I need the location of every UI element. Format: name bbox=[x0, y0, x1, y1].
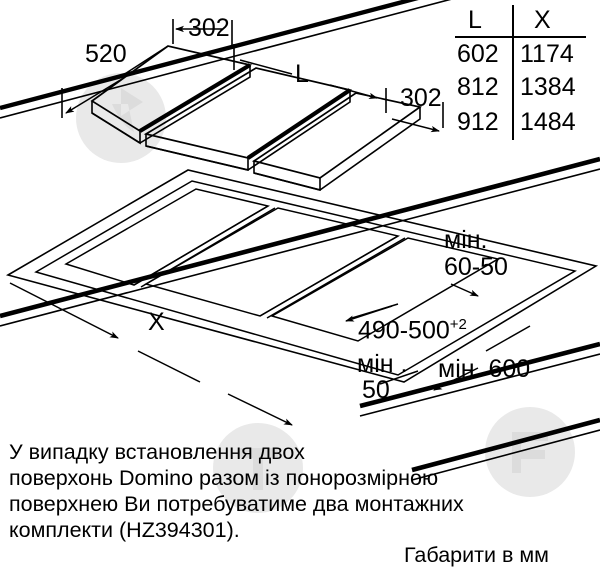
countertop-edge-upper bbox=[0, 0, 452, 119]
table-cell-L-1: 602 bbox=[457, 40, 499, 68]
dim-label-min-front: мін . bbox=[357, 350, 408, 378]
dim-label-L: L bbox=[295, 60, 309, 88]
cut-depth-value: 490-500 bbox=[358, 316, 450, 345]
worktop-cutout bbox=[5, 169, 599, 383]
table-cell-X-2: 1384 bbox=[520, 73, 576, 101]
watermark-glyph bbox=[112, 88, 143, 132]
dim-302-right bbox=[385, 88, 444, 133]
dim-label-min-thickness: мін. bbox=[444, 226, 488, 254]
cooktop-panel-middle bbox=[143, 67, 353, 172]
watermark-glyph bbox=[238, 448, 278, 490]
leader-min-50 bbox=[379, 370, 419, 385]
note-line-4: комплекти (HZ394301). bbox=[9, 518, 240, 542]
cooktop-panel-right bbox=[251, 92, 423, 192]
dimension-table-rules bbox=[455, 5, 586, 140]
panel-seam-1 bbox=[138, 63, 252, 133]
cut-depth-tolerance: +2 bbox=[449, 316, 467, 333]
table-header-X: X bbox=[534, 6, 551, 34]
dim-label-302-left: 302 bbox=[188, 14, 230, 42]
dim-value-min-thickness: 60-50 bbox=[444, 253, 508, 281]
table-cell-X-1: 1174 bbox=[520, 40, 574, 68]
leader-min-600 bbox=[433, 325, 531, 391]
table-cell-L-2: 812 bbox=[457, 73, 499, 101]
table-header-L: L bbox=[468, 6, 482, 34]
dim-label-302-right: 302 bbox=[400, 84, 442, 112]
dim-value-min-front: 50 bbox=[362, 376, 390, 404]
dim-302-left bbox=[172, 19, 233, 45]
panel-seam-2 bbox=[246, 88, 352, 160]
table-cell-X-3: 1484 bbox=[520, 108, 576, 136]
dim-label-520: 520 bbox=[85, 40, 127, 68]
countertop-edge-bottom bbox=[359, 341, 600, 481]
dim-label-X: X bbox=[148, 308, 165, 336]
leader-490-500 bbox=[345, 303, 399, 322]
units-note: Габарити в мм bbox=[404, 543, 549, 567]
leader-min-60-50 bbox=[450, 283, 479, 297]
note-line-1: У випадку встановлення двох bbox=[9, 440, 305, 464]
note-line-3: поверхнею Ви потребуватиме два монтажних bbox=[9, 492, 464, 516]
dim-label-cut-depth: 490-500+2 bbox=[358, 317, 467, 343]
note-line-2: поверхонь Domino разом із понорозмірною bbox=[9, 466, 439, 490]
dim-X bbox=[9, 282, 293, 426]
dim-label-min-cabinet: мін. 600 bbox=[438, 355, 531, 383]
countertop-edge-lower bbox=[0, 156, 600, 327]
table-cell-L-3: 912 bbox=[457, 108, 499, 136]
